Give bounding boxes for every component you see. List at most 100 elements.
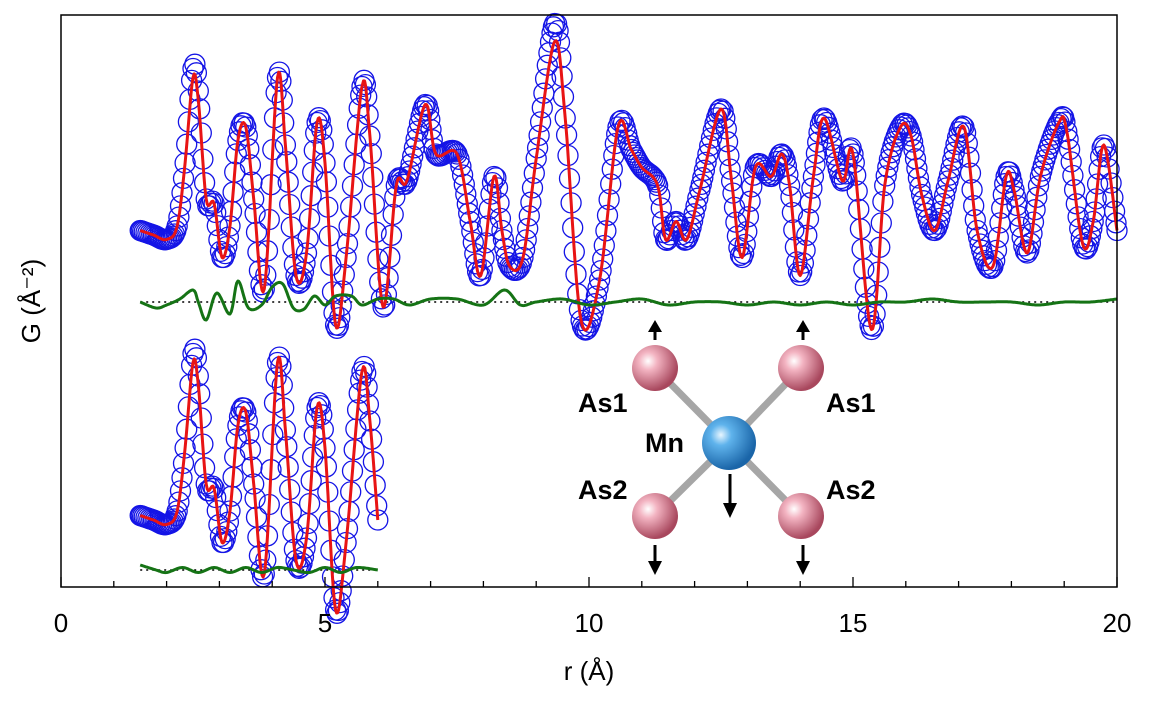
observed-point xyxy=(162,510,184,532)
atom-as2-left xyxy=(632,493,678,539)
observed-point xyxy=(450,155,472,178)
observed-point xyxy=(292,261,315,283)
atom-label-as2-left: As2 xyxy=(578,475,628,505)
fit-panel-full-range xyxy=(129,12,1128,341)
observed-point xyxy=(729,244,752,266)
observed-point xyxy=(933,185,956,207)
observed-point xyxy=(901,131,924,153)
observed-point xyxy=(288,272,310,295)
observed-point xyxy=(697,143,719,165)
observed-point xyxy=(1094,137,1117,160)
observed-point xyxy=(732,242,755,265)
observed-point xyxy=(771,143,793,165)
observed-point xyxy=(212,246,235,269)
observed-point xyxy=(198,195,221,217)
observed-point xyxy=(459,210,481,233)
observed-point xyxy=(1081,218,1103,240)
observed-point xyxy=(942,149,964,171)
observed-point xyxy=(216,235,238,258)
x-tick-label: 10 xyxy=(575,608,604,638)
observed-point xyxy=(507,258,529,281)
observed-point xyxy=(1019,232,1042,254)
observed-point xyxy=(398,160,421,182)
observed-point xyxy=(903,139,925,161)
observed-point xyxy=(1001,171,1023,194)
observed-point xyxy=(687,187,709,209)
atom-mn xyxy=(702,416,756,470)
observed-point xyxy=(309,394,331,417)
observed-point xyxy=(966,219,988,242)
observed-point xyxy=(646,174,669,197)
observed-point xyxy=(163,223,186,245)
observed-point xyxy=(577,315,600,338)
observed-point xyxy=(760,165,782,188)
observed-point xyxy=(326,317,348,339)
observed-point xyxy=(762,163,784,186)
observed-point xyxy=(692,167,714,189)
arrow-down-icon xyxy=(723,474,737,518)
observed-point xyxy=(512,246,534,269)
y-axis-label: G (Å⁻²) xyxy=(16,259,46,344)
observed-point xyxy=(929,207,951,230)
observed-series xyxy=(129,12,1128,341)
arrow-up-icon xyxy=(648,320,662,340)
calculated-series-line xyxy=(139,39,1119,332)
observed-point xyxy=(448,148,470,170)
observed-point xyxy=(201,475,224,497)
observed-point xyxy=(292,546,315,568)
observed-point xyxy=(163,508,186,530)
observed-point xyxy=(542,16,565,38)
x-tick-label: 5 xyxy=(318,608,332,638)
observed-point xyxy=(609,110,631,133)
observed-point xyxy=(414,93,436,116)
observed-point xyxy=(413,96,435,118)
atom-as2-right xyxy=(778,493,824,539)
observed-point xyxy=(702,119,724,142)
observed-point xyxy=(309,109,331,132)
x-tick-label: 15 xyxy=(839,608,868,638)
observed-point xyxy=(587,277,609,299)
observed-point xyxy=(513,239,536,261)
observed-point xyxy=(235,401,257,423)
observed-point xyxy=(699,135,721,157)
observed-point xyxy=(639,163,661,185)
observed-point xyxy=(791,261,813,283)
observed-point xyxy=(875,165,897,187)
observed-point xyxy=(1082,210,1104,233)
observed-point xyxy=(932,192,954,215)
observed-point xyxy=(909,176,931,198)
observed-point xyxy=(402,145,424,167)
calculated-series-line xyxy=(139,355,380,615)
observed-point xyxy=(162,225,184,247)
observed-point xyxy=(374,294,396,316)
observed-point xyxy=(235,116,257,138)
observed-point xyxy=(1007,205,1030,227)
observed-point xyxy=(545,13,568,35)
observed-point xyxy=(547,19,569,42)
observed-point xyxy=(877,156,899,178)
observed-point xyxy=(830,167,852,190)
observed-point xyxy=(954,122,977,144)
observed-point xyxy=(710,98,732,120)
fit-panel-short-range xyxy=(129,338,389,624)
observed-point xyxy=(492,228,515,251)
observed-point xyxy=(1093,134,1115,156)
arrow-down-icon xyxy=(648,545,662,575)
observed-point xyxy=(308,392,330,414)
observed-point xyxy=(400,153,422,175)
observed-point xyxy=(233,112,255,134)
observed-point xyxy=(683,203,705,225)
observed-point xyxy=(860,318,883,341)
observed-point xyxy=(268,61,291,83)
atom-label-as2-right: As2 xyxy=(826,475,876,505)
observed-point xyxy=(897,117,919,139)
observed-point xyxy=(690,173,712,196)
observed-point xyxy=(1018,239,1040,261)
observed-point xyxy=(820,129,843,151)
observed-point xyxy=(924,219,946,242)
observed-point xyxy=(1050,107,1072,130)
observed-point xyxy=(203,477,225,500)
observed-point xyxy=(483,165,505,188)
observed-point xyxy=(458,202,480,224)
